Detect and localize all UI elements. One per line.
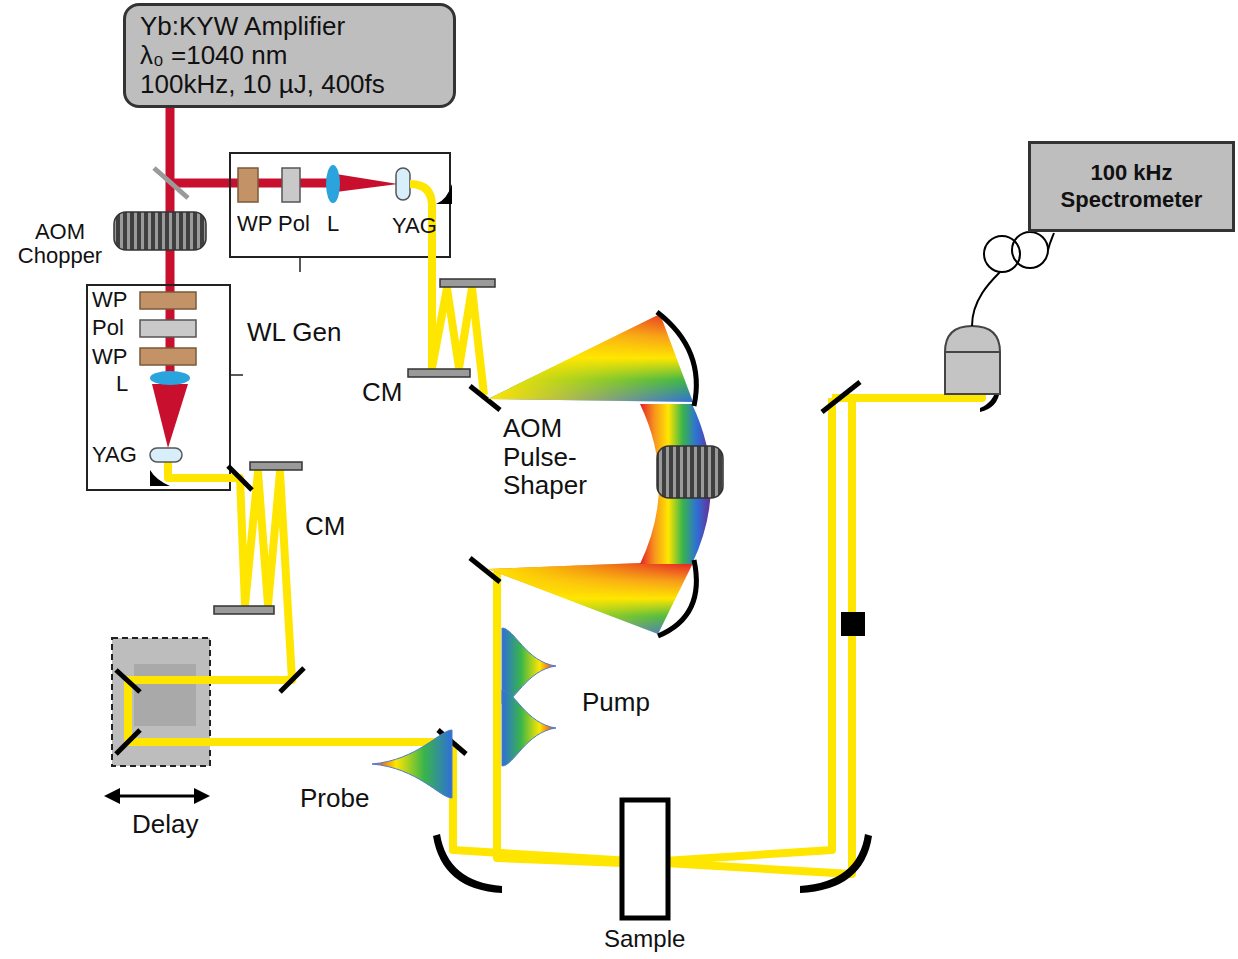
- curved-mirror: [433, 834, 502, 893]
- chirped-mirror: [440, 279, 495, 287]
- leader-line: [230, 374, 243, 376]
- sample-cell: [622, 800, 668, 918]
- dispersed-fan: [488, 314, 693, 402]
- mirror: [228, 382, 860, 754]
- stage-label: Delay: [132, 810, 198, 839]
- component-label: WP: [237, 212, 272, 236]
- mirror: [116, 670, 140, 692]
- node-text: 100kHz, 10 µJ, 400fs: [140, 70, 439, 99]
- polarizer: [282, 168, 300, 202]
- beam-label: Pump: [582, 688, 650, 717]
- focusing-cone: [152, 384, 188, 448]
- node-text: λ₀ =1040 nm: [140, 41, 439, 70]
- fiber-coil: [1012, 232, 1048, 268]
- white-light-beam: [648, 398, 852, 874]
- delay-arrow: [104, 788, 210, 804]
- delay-stage: [134, 664, 196, 726]
- sample-label: Sample: [604, 926, 685, 952]
- white-light-beam: [648, 398, 832, 862]
- polarizer: [140, 320, 196, 337]
- leader-line: [299, 257, 301, 272]
- pump-pulse: [502, 628, 556, 704]
- dispersed-fan: [488, 563, 693, 634]
- node-text-group: Yb:KYW Amplifierλ₀ =1040 nm100kHz, 10 µJ…: [140, 12, 439, 99]
- yag-crystal: [396, 168, 410, 200]
- white-light-beam: [453, 742, 648, 862]
- dispersed-fan: [488, 314, 693, 402]
- component-label: AOM Chopper: [10, 220, 110, 268]
- mirror: [280, 668, 304, 692]
- focusing-cone: [336, 174, 398, 192]
- beam-block: [841, 612, 865, 636]
- delay-arrow: [116, 795, 198, 798]
- yag-crystal: [150, 448, 182, 462]
- component-label: AOM Pulse-Shaper: [503, 414, 598, 500]
- component-label: Pol: [278, 212, 310, 236]
- node-text: 100 kHz Spectrometer: [1041, 160, 1222, 213]
- component-label: L: [327, 212, 339, 236]
- curved-mirror: [657, 312, 696, 406]
- component-label: YAG: [92, 443, 137, 467]
- section-label: WL Gen: [247, 318, 341, 347]
- detector: [945, 326, 1000, 394]
- aom-pulse-shaper: [657, 446, 723, 498]
- mirror: [116, 670, 140, 754]
- white-light-beam: [128, 184, 982, 874]
- component-label: CM: [305, 512, 345, 541]
- lens: [150, 371, 190, 385]
- mirror: [822, 382, 860, 412]
- fiber-coil: [972, 232, 1054, 326]
- mirror: [116, 730, 140, 754]
- spectrometer-box: 100 kHz Spectrometer: [1028, 141, 1235, 232]
- chirped-mirror: [250, 462, 302, 470]
- chirped-mirror: [408, 369, 470, 377]
- component-label: Pol: [92, 316, 124, 340]
- wl-gen-box: [230, 153, 450, 257]
- fiber-coil: [1048, 233, 1054, 250]
- component-label: CM: [362, 378, 402, 407]
- delay-arrow: [104, 788, 120, 804]
- component-label: YAG: [392, 214, 437, 238]
- lens: [326, 165, 340, 203]
- dispersed-fan: [488, 563, 693, 634]
- delay-arrow: [194, 788, 210, 804]
- beam-splitter: [154, 168, 188, 198]
- mirror: [228, 466, 252, 490]
- component-label: WP: [92, 345, 127, 369]
- component-label: L: [116, 372, 128, 396]
- waveplate: [140, 292, 196, 309]
- node-text-group: 100 kHz Spectrometer: [1041, 160, 1222, 213]
- waveplate: [238, 168, 258, 202]
- fiber-coil: [972, 272, 1000, 326]
- node-text: Yb:KYW Amplifier: [140, 12, 439, 41]
- chirped-mirror: [214, 606, 274, 614]
- wl-gen-box: [87, 285, 230, 490]
- chirped-mirror: [214, 279, 495, 614]
- pump-pulse: [502, 690, 556, 766]
- beam-dump: [436, 184, 452, 204]
- detector: [945, 351, 1000, 353]
- component-label: WP: [92, 288, 127, 312]
- curved-mirror: [658, 560, 696, 636]
- aom-chopper: [114, 212, 206, 250]
- beam-dump: [150, 470, 170, 486]
- waveplate: [140, 348, 196, 365]
- amplifier-box: Yb:KYW Amplifierλ₀ =1040 nm100kHz, 10 µJ…: [123, 3, 456, 108]
- curved-mirror: [800, 834, 872, 893]
- probe-pulse: [372, 730, 452, 798]
- beam-label: Probe: [300, 784, 369, 813]
- white-light-beam: [128, 462, 453, 742]
